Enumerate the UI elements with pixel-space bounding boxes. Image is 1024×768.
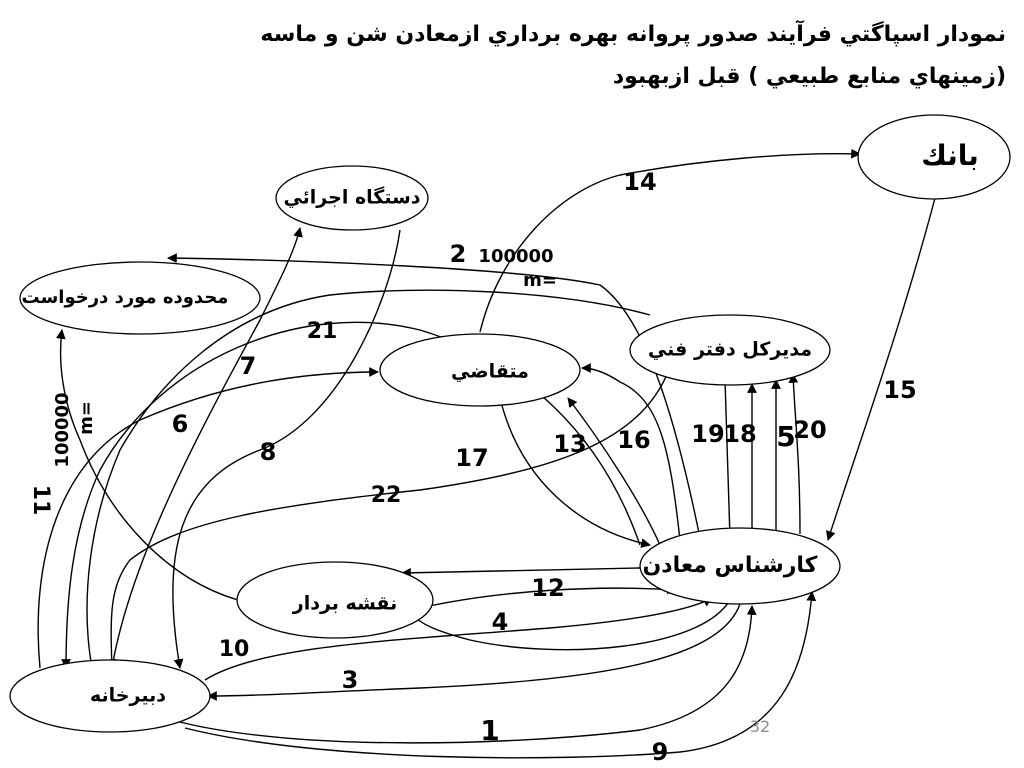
- edge-label-15: 15: [883, 376, 916, 404]
- node-surveyor: نقشه بردار: [236, 561, 434, 639]
- edge-label-13: 13: [553, 430, 586, 458]
- edge-surveyor-return: [409, 599, 731, 651]
- edge-1: [179, 605, 757, 744]
- node-director: مديركل دفتر فني: [629, 314, 831, 386]
- edge-label-11: 11: [28, 485, 53, 516]
- edge-label-6: 6: [172, 410, 189, 438]
- node-expert-label: كارشناس معادن: [643, 553, 818, 578]
- edge-15: [826, 197, 936, 541]
- node-applicant: متقاضي: [379, 333, 581, 407]
- edge-17: [499, 397, 651, 548]
- edge-6: [37, 367, 379, 669]
- edge-20: [788, 373, 801, 535]
- slide-number: 32: [750, 717, 770, 736]
- edge-label-19: 19: [691, 420, 724, 448]
- edge-area-long: [86, 289, 651, 669]
- node-secretariat-label: دبيرخانه: [90, 685, 166, 707]
- edge-label-1: 1: [480, 714, 499, 747]
- node-area-label: محدوده مورد درخواست: [22, 287, 229, 308]
- area-side-unit: m=: [76, 401, 97, 435]
- edge-2: [167, 253, 701, 539]
- edge-label-22: 22: [371, 483, 402, 508]
- edge-13: [567, 397, 661, 546]
- node-applicant-label: متقاضي: [451, 361, 529, 383]
- edge-label-9: 9: [652, 738, 669, 766]
- edge-label-8: 8: [260, 438, 277, 466]
- edge-label-14: 14: [623, 168, 656, 196]
- edge-10: [204, 597, 713, 681]
- edge-label-7: 7: [240, 352, 257, 380]
- edge-21: [61, 321, 641, 669]
- edge-12: [401, 567, 641, 578]
- edge-4: [419, 584, 677, 609]
- edge-label-21: 21: [307, 319, 338, 344]
- edge-11: [55, 329, 239, 601]
- edge-label-20: 20: [793, 416, 826, 444]
- edge-label-4: 4: [492, 608, 509, 636]
- edge-3: [207, 603, 741, 701]
- node-bank-label: بانك: [921, 139, 979, 172]
- edge-16: [581, 363, 681, 541]
- edge-label-2: 2: [450, 240, 467, 268]
- area-side-number: 100000: [52, 392, 73, 467]
- edge-label-10: 10: [219, 637, 250, 662]
- node-area: محدوده مورد درخواست: [19, 261, 261, 335]
- edges: [37, 148, 936, 759]
- node-executor-label: دستگاه اجرائي: [283, 186, 420, 209]
- diagram-title-line-2: (زمينهاي منابع طبيعي ) قبل ازبهبود: [612, 64, 1006, 89]
- edge-9: [184, 591, 817, 759]
- edge-label-16: 16: [617, 426, 650, 454]
- node-executor: دستگاه اجرائي: [275, 165, 429, 231]
- node-surveyor-label: نقشه بردار: [292, 593, 397, 615]
- edge-label-18: 18: [723, 420, 756, 448]
- node-expert: كارشناس معادن: [639, 527, 841, 605]
- edge-14: [479, 148, 861, 333]
- edge-22: [106, 371, 669, 669]
- edge-7: [111, 227, 303, 669]
- edge-labels: 14 15 2 21 7 6 8 22 17 13 16 19 18 5 20 …: [28, 168, 917, 766]
- area-annotations: 100000 m= 100000 m=: [52, 246, 557, 468]
- diagram-title-line-1: نمودار اسپاگتي فرآيند صدور پروانه بهره ب…: [260, 22, 1006, 47]
- edge-19: [724, 379, 735, 539]
- node-director-label: مديركل دفتر فني: [648, 339, 812, 361]
- edge-label-12: 12: [531, 574, 564, 602]
- edge-8: [172, 229, 401, 669]
- node-bank: بانك: [857, 114, 1011, 200]
- node-secretariat: دبيرخانه: [9, 659, 211, 733]
- area-top-number: 100000: [478, 246, 553, 267]
- edge-label-3: 3: [342, 666, 359, 694]
- area-top-unit: m=: [523, 270, 557, 291]
- edge-label-17: 17: [455, 444, 488, 472]
- edge-label-5: 5: [776, 420, 795, 453]
